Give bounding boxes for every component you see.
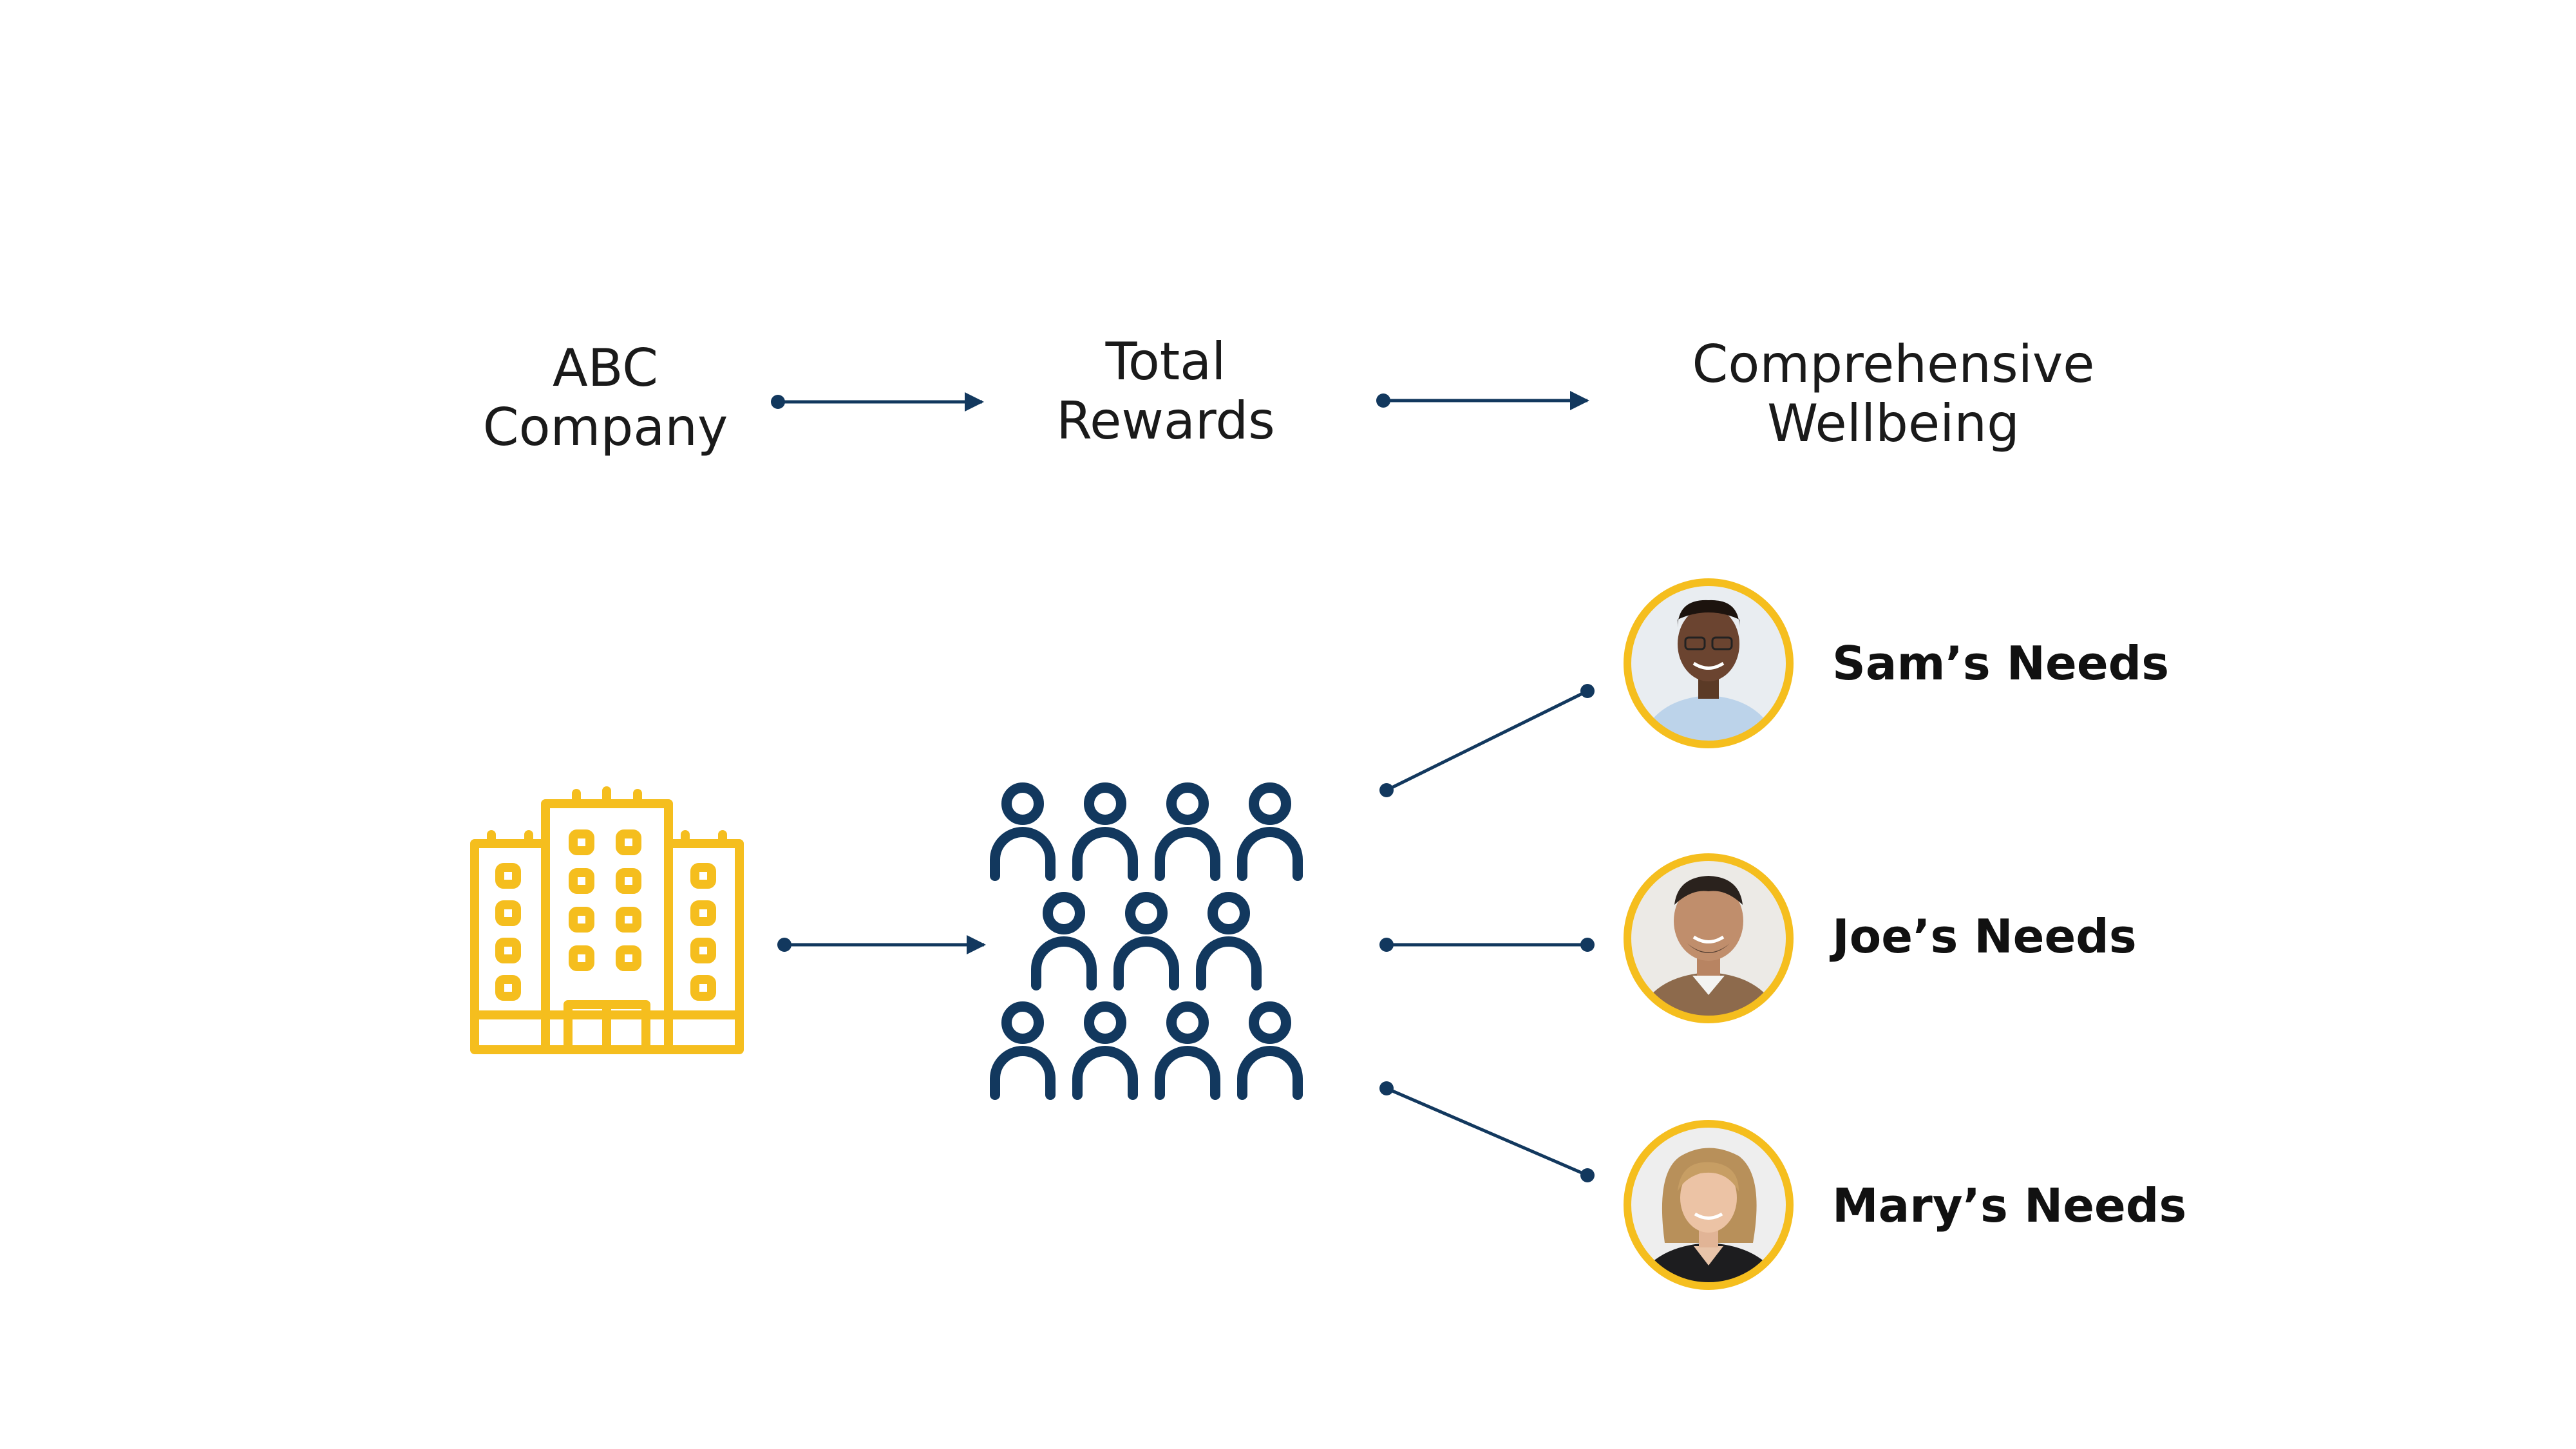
heading-abc-company: ABC Company bbox=[482, 338, 728, 457]
person-figure bbox=[1237, 782, 1303, 881]
group-of-people-icon bbox=[990, 782, 1303, 1100]
person-figure bbox=[1113, 892, 1179, 990]
office-building-icon bbox=[470, 786, 744, 1054]
heading-total-rewards: Total Rewards bbox=[1056, 332, 1275, 451]
person-figure bbox=[1072, 1001, 1138, 1100]
person-figure bbox=[1196, 892, 1262, 990]
label-marys-needs: Mary’s Needs bbox=[1832, 1179, 2187, 1233]
person-figure bbox=[1155, 782, 1220, 881]
label-joes-needs: Joe’s Needs bbox=[1832, 909, 2137, 963]
heading-comprehensive-wellbeing: Comprehensive Wellbeing bbox=[1692, 334, 2095, 453]
connector-to-mary bbox=[1379, 1081, 1595, 1182]
person-figure bbox=[1237, 1001, 1303, 1100]
person-figure bbox=[1031, 892, 1097, 990]
avatar-sam bbox=[1624, 578, 1794, 748]
flow-arrow-rewards-to-wellbeing bbox=[1376, 391, 1589, 410]
connector-to-joe bbox=[1379, 938, 1595, 952]
person-figure bbox=[990, 782, 1056, 881]
connector-to-sam bbox=[1379, 684, 1595, 797]
person-figure bbox=[990, 1001, 1056, 1100]
person-figure bbox=[1072, 782, 1138, 881]
label-sams-needs: Sam’s Needs bbox=[1832, 636, 2170, 690]
flow-arrow-company-to-rewards bbox=[771, 392, 984, 412]
person-figure bbox=[1155, 1001, 1220, 1100]
flow-arrow-building-to-employees bbox=[777, 935, 986, 954]
avatar-mary bbox=[1624, 1120, 1794, 1290]
avatar-joe bbox=[1624, 853, 1794, 1023]
